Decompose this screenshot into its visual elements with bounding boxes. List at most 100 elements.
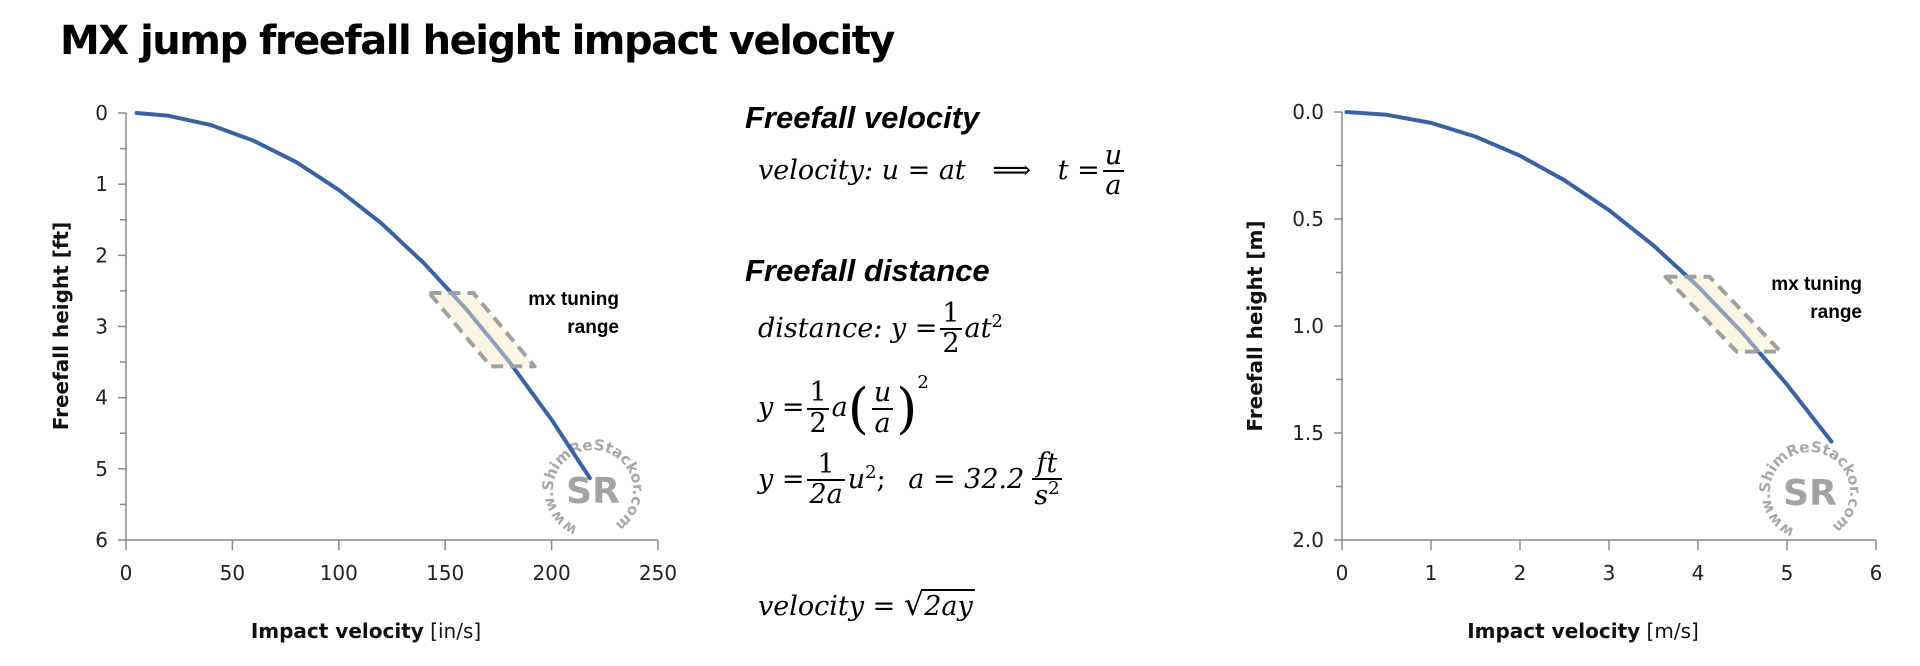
exponent: 2	[991, 310, 1003, 332]
eq-tail: at	[964, 312, 992, 344]
left-paren-icon: (	[847, 377, 869, 440]
y-axis-title: Freefall height [m]	[1243, 220, 1267, 431]
heading-freefall-velocity: Freefall velocity	[745, 100, 980, 135]
eq-lhs: velocity =	[758, 591, 896, 622]
x-tick-label: 150	[426, 561, 464, 585]
svg-text:Freefall height [m]: Freefall height [m]	[1243, 220, 1267, 431]
velocity-height-curve	[1344, 110, 1834, 444]
frac-den: 2	[942, 328, 960, 360]
x-tick-label: 50	[220, 561, 245, 585]
x-tick-label: 0	[120, 561, 133, 585]
x-axis: 0 50 100 150 200 250	[120, 539, 677, 585]
frac-den: a	[874, 407, 891, 439]
tuning-range-box	[427, 291, 537, 369]
y-axis: 0.0 0.5 1.0 1.5 2.0	[1292, 100, 1343, 552]
x-axis-unit: [in/s]	[430, 619, 481, 643]
x-tick-label: 100	[320, 561, 358, 585]
svg-text:Freefall height [ft]: Freefall height [ft]	[49, 222, 73, 431]
y-tick-label: 1.0	[1292, 314, 1324, 338]
y-tick-label: 1.5	[1292, 421, 1324, 445]
y-axis-unit: [m]	[1243, 220, 1267, 259]
tuning-range-curve-segment	[449, 291, 515, 368]
x-tick-label: 200	[533, 561, 571, 585]
y-tick-label: 4	[95, 386, 108, 410]
frac-num: 1	[807, 377, 829, 410]
x-tick-label: 3	[1603, 561, 1616, 585]
frac-num: 1	[940, 298, 962, 331]
right-paren-icon: )	[896, 377, 918, 440]
frac-den: a	[1105, 170, 1122, 202]
eq-a: a	[831, 392, 848, 423]
tuning-range-box	[1663, 274, 1783, 354]
x-tick-label: 2	[1514, 561, 1527, 585]
tuning-range-label-line2: range	[1810, 302, 1862, 323]
tuning-range-curve-segment	[1686, 275, 1761, 353]
frac-num: u	[871, 377, 894, 410]
frac-den: 2a	[809, 479, 843, 511]
x-tick-label: 6	[1870, 561, 1883, 585]
x-axis-title: Impact velocity [in/s]	[251, 619, 481, 643]
svg-text:Impact velocity [m/s]: Impact velocity [m/s]	[1467, 619, 1699, 643]
y-axis-label: Freefall height	[1243, 266, 1267, 431]
frac-num: u	[1102, 140, 1125, 173]
x-tick-label: 1	[1425, 561, 1438, 585]
x-axis-label: Impact velocity	[251, 619, 424, 643]
radicand: 2ay	[922, 589, 975, 622]
page-title: MX jump freefall height impact velocity	[60, 18, 895, 64]
exponent: 2	[917, 372, 929, 393]
y-tick-label: 0.0	[1292, 100, 1324, 124]
y-tick-label: 0.5	[1292, 207, 1324, 231]
heading-freefall-distance: Freefall distance	[745, 253, 990, 288]
gravity-constant: a = 32.2	[908, 463, 1025, 495]
tuning-range-label-line2: range	[567, 317, 619, 338]
x-tick-label: 5	[1781, 561, 1794, 585]
svg-text:SR: SR	[1783, 473, 1837, 514]
svg-text:www.ShimReStackor.com: www.ShimReStackor.com	[1756, 438, 1865, 542]
x-tick-label: 250	[639, 561, 677, 585]
x-tick-label: 4	[1692, 561, 1705, 585]
y-tick-label: 6	[95, 528, 108, 552]
frac-num: 1	[807, 450, 845, 482]
y-axis-unit: [ft]	[49, 222, 73, 259]
frac-num: ft	[1032, 449, 1062, 481]
svg-text:Impact velocity [in/s]: Impact velocity [in/s]	[251, 619, 481, 643]
tuning-range-label-line1: mx tuning	[528, 289, 619, 310]
implies-icon: ⟹	[992, 154, 1032, 186]
eq-t-lhs: t =	[1057, 154, 1100, 186]
y-tick-label: 5	[95, 457, 108, 481]
eq-lhs: y =	[758, 463, 805, 495]
x-tick-label: 0	[1336, 561, 1349, 585]
unit-den: s	[1034, 480, 1049, 512]
y-axis-label: Freefall height	[49, 265, 73, 430]
eq-distance-lhs: distance: y =	[758, 312, 938, 344]
y-tick-label: 1	[95, 172, 108, 196]
equation-velocity-sqrt: velocity = √2ay	[758, 585, 975, 623]
y-tick-label: 0	[95, 101, 108, 125]
x-axis-unit: [m/s]	[1647, 619, 1699, 643]
y-tick-label: 3	[95, 315, 108, 339]
y-tick-label: 2.0	[1292, 528, 1324, 552]
y-axis-title: Freefall height [ft]	[49, 222, 73, 431]
x-axis: 0 1 2 3 4 5 6	[1336, 539, 1883, 585]
x-axis-title: Impact velocity [m/s]	[1467, 619, 1699, 643]
frac-den: 2	[809, 407, 827, 439]
unit-exponent: 2	[1048, 478, 1060, 500]
x-axis-label: Impact velocity	[1467, 619, 1640, 643]
velocity-height-curve	[134, 111, 592, 481]
exponent: 2	[865, 461, 877, 483]
eq-velocity-lhs: velocity: u = at	[758, 154, 966, 186]
separator: ;	[876, 463, 886, 495]
